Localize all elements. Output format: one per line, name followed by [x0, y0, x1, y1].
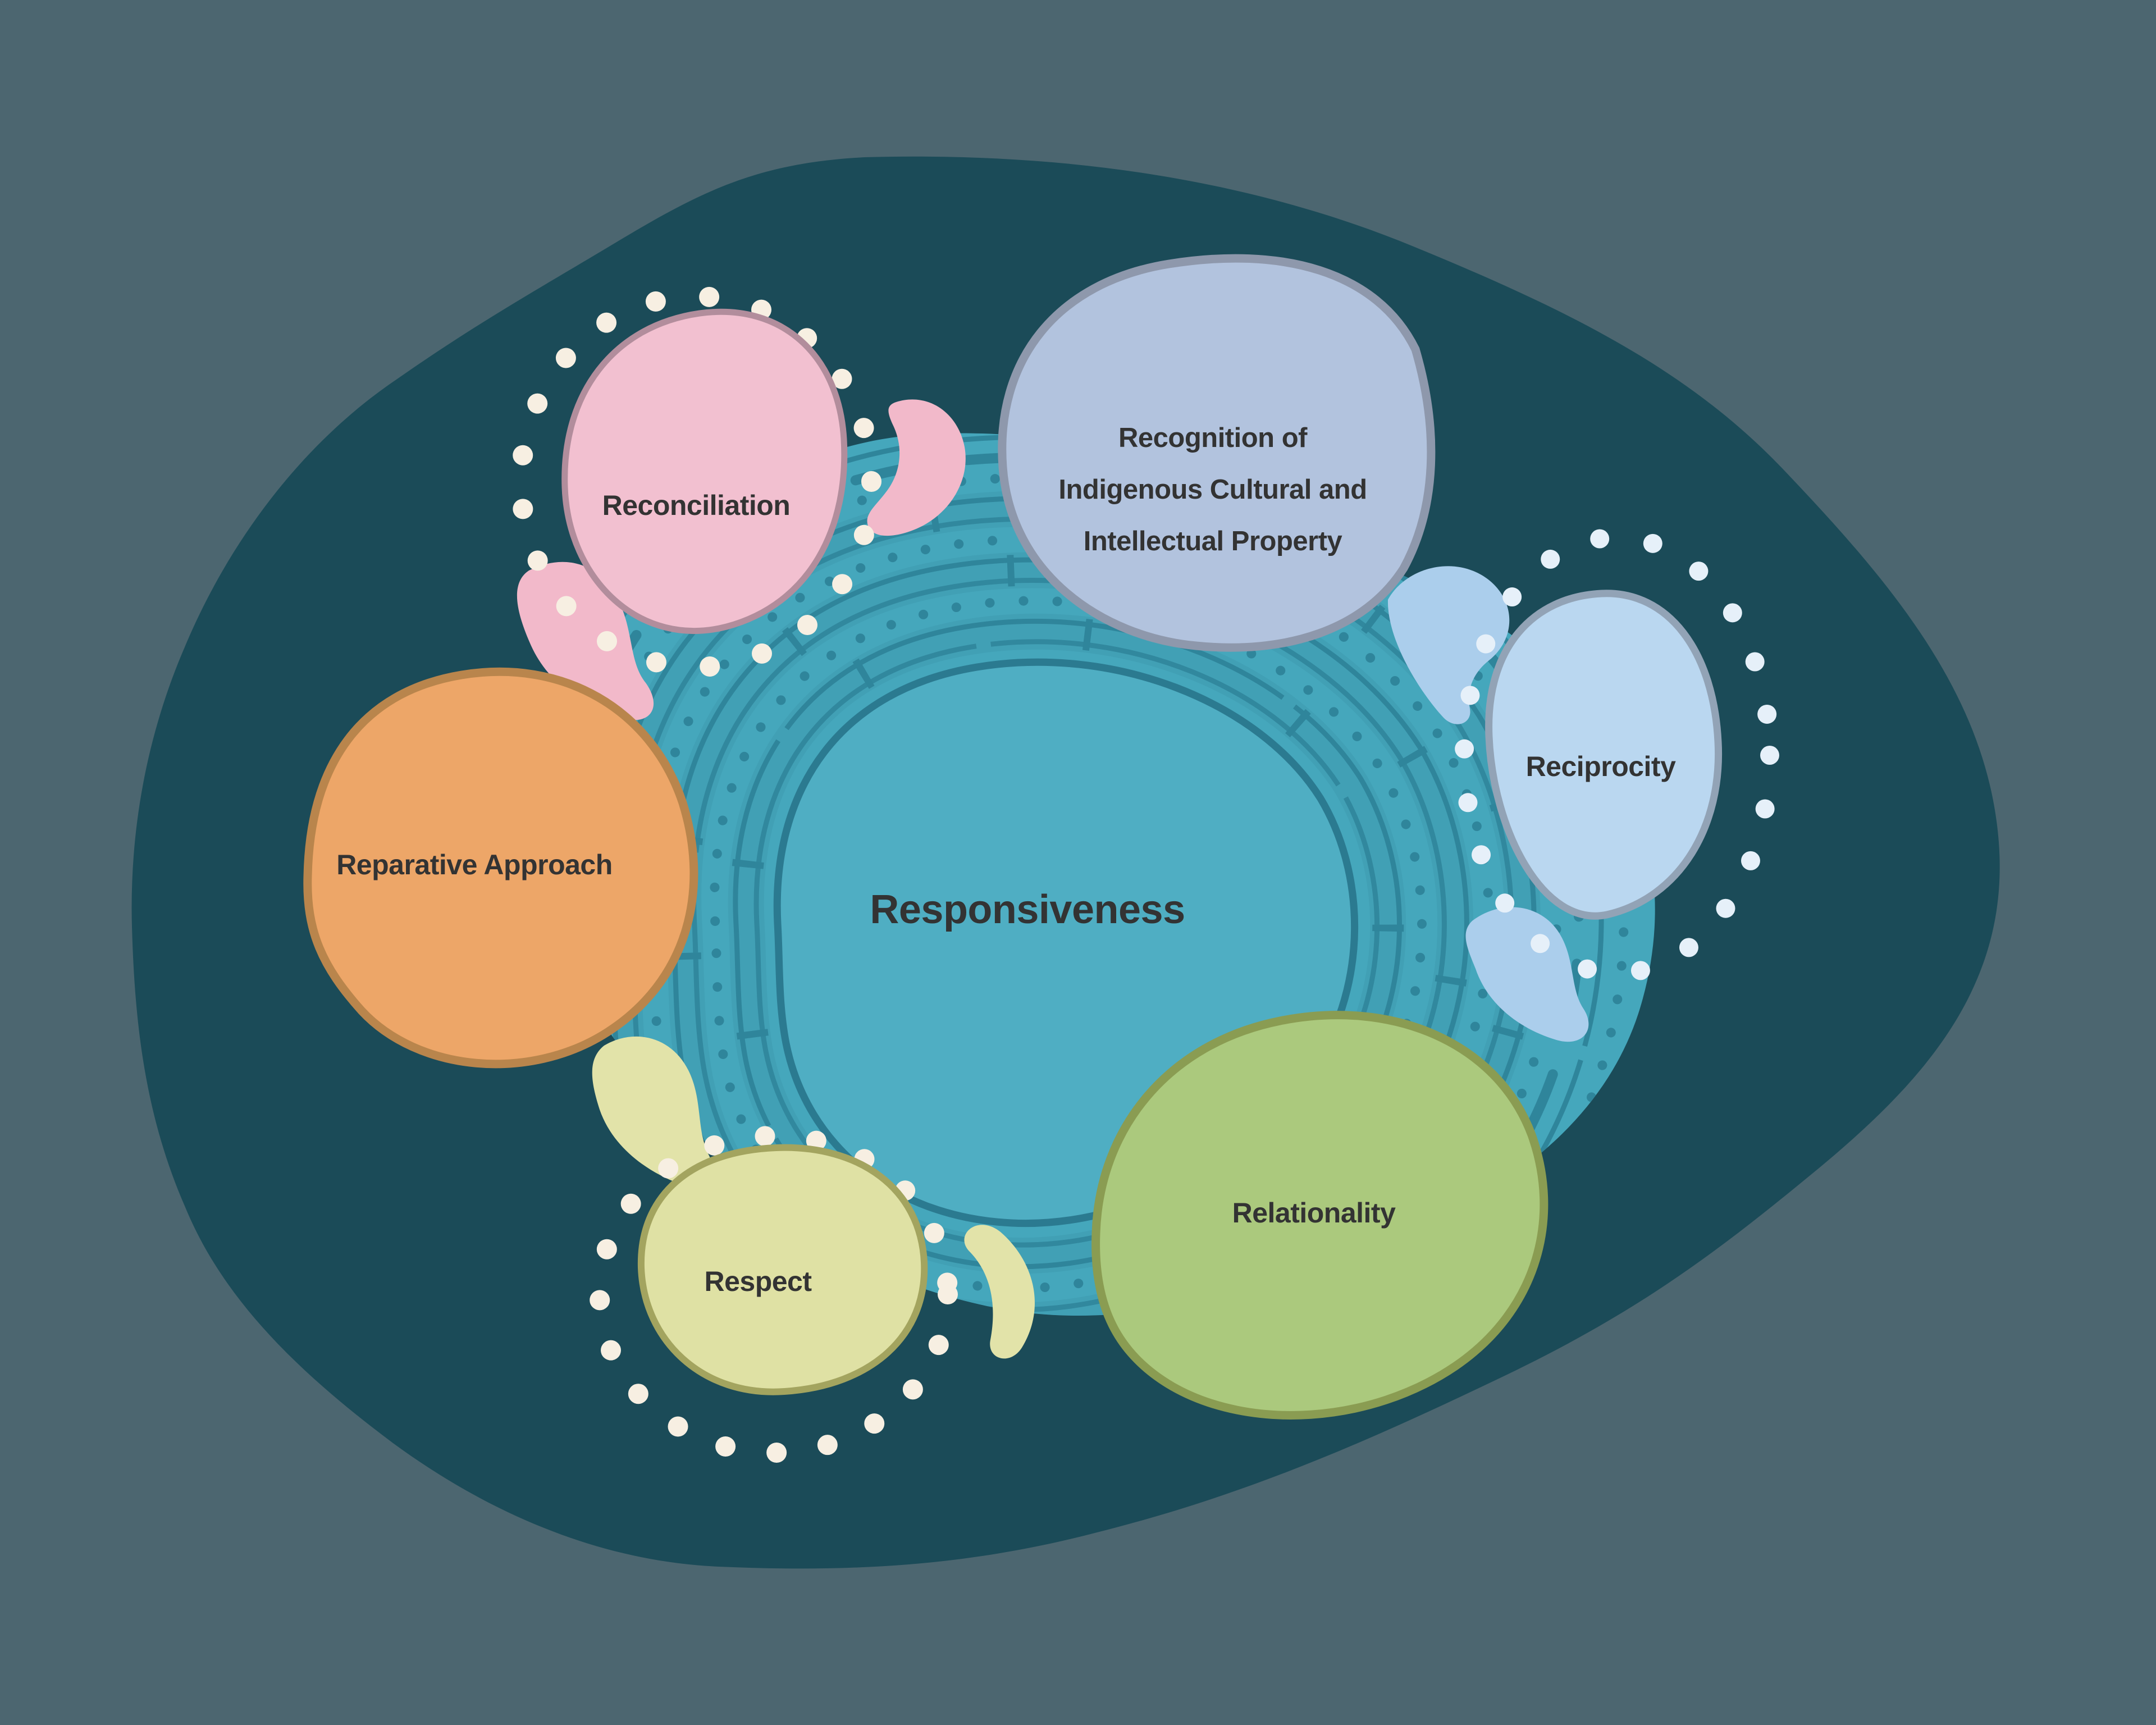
relationality-blob	[1091, 1011, 1549, 1420]
recognition-icip-label-line2: Indigenous Cultural and	[1058, 474, 1367, 505]
respect-label: Respect	[704, 1266, 812, 1297]
yellow-blob-accent	[592, 1036, 712, 1187]
yellow-comma-accent	[964, 1225, 1035, 1359]
dotted-halos	[511, 286, 1779, 1463]
reparative-approach-blob	[303, 667, 698, 1069]
pink-comma-accent	[867, 399, 966, 536]
relationality-label: Relationality	[1232, 1197, 1396, 1229]
reconciliation-label: Reconciliation	[602, 490, 791, 521]
blue-blob-accent	[1465, 907, 1589, 1042]
pattern-ring	[563, 452, 1584, 1316]
recognition-icip-label-line3: Intellectual Property	[1084, 526, 1342, 556]
reciprocity-label: Reciprocity	[1526, 751, 1677, 782]
reconciliation-blob	[561, 308, 848, 635]
reconciliation-dot-ring	[511, 286, 881, 677]
recognition-icip-blob	[998, 254, 1436, 652]
recognition-icip-label-line1: Recognition of	[1118, 423, 1308, 453]
blue-comma-accent	[1387, 566, 1510, 724]
pattern-ring	[710, 596, 1427, 1293]
respect-blob	[637, 1144, 928, 1395]
reciprocity-blob	[1485, 590, 1723, 920]
reciprocity-dot-ring	[1455, 528, 1779, 983]
pink-blob-accent	[517, 562, 654, 720]
reparative-approach-label: Reparative Approach	[336, 849, 613, 880]
responsiveness-label: Responsiveness	[870, 887, 1185, 932]
respect-dot-ring	[590, 1126, 958, 1463]
accent-shapes	[517, 399, 1589, 1359]
